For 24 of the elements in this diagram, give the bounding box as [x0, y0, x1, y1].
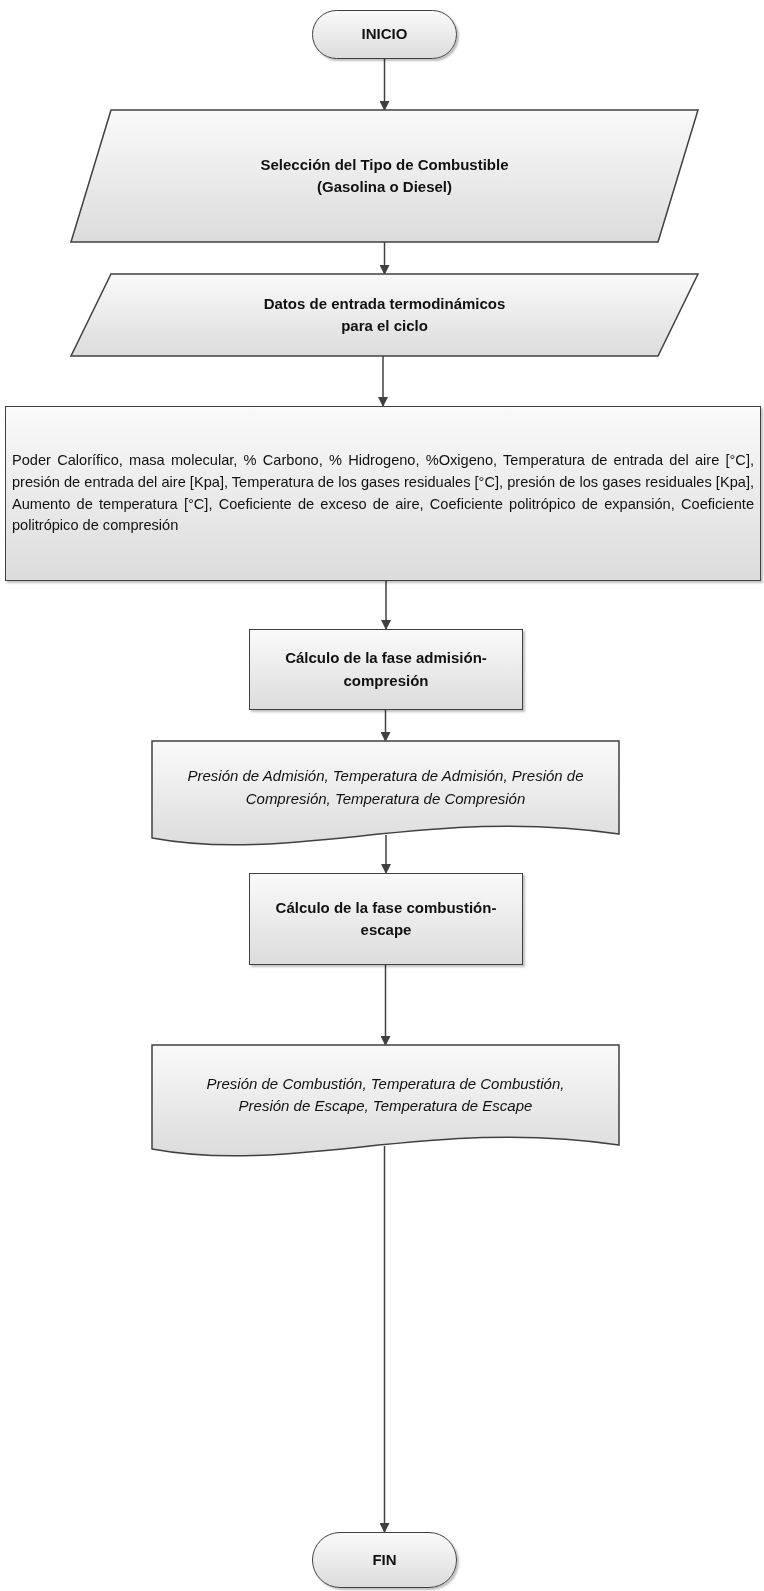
- node-text: Cálculo de la fase combustión-escape: [274, 897, 498, 940]
- terminal-shape: [312, 1532, 457, 1588]
- process-box: [249, 629, 523, 710]
- arrow: [378, 355, 388, 407]
- arrow: [381, 580, 391, 630]
- node-text: INICIO: [361, 24, 408, 45]
- node-text: Poder Calorífico, masa molecular, % Carbono, % Hidrogeno, %Oxigeno, Temperatura de entrada del aire [°C], presión de entrada del aire [Kpa], Temperatura de los gases residuales [°C], presión de los gases residuales [Kpa], Aumento de temperatura [°C], Coeficiente de exceso de aire, Coeficiente politrópico de expansión, Coeficiente politrópico de compresión: [11, 450, 755, 536]
- arrow: [380, 709, 391, 742]
- input-parallelogram: [71, 274, 698, 356]
- input-parallelogram: [71, 110, 698, 242]
- terminal-shape: [312, 10, 457, 59]
- arrow: [379, 241, 390, 275]
- arrow: [379, 1145, 390, 1533]
- arrow: [380, 964, 391, 1046]
- node-text: Selección del Tipo de Combustible (Gasolina o Diesel): [259, 154, 510, 197]
- process-box: [5, 406, 761, 581]
- node-text: Datos de entrada termodinámicos para el ciclo: [262, 293, 507, 336]
- node-text: Presión de Combustión, Temperatura de Combustión, Presión de Escape, Temperatura de Escape: [205, 1073, 566, 1116]
- node-text: Presión de Admisión, Temperatura de Admisión, Presión de Compresión, Temperatura de Compresión: [186, 766, 585, 809]
- arrow: [379, 58, 390, 111]
- node-text: Cálculo de la fase admisión-compresión: [284, 648, 488, 691]
- arrow: [381, 834, 391, 874]
- node-text: FIN: [372, 1549, 397, 1570]
- process-box: [249, 873, 523, 965]
